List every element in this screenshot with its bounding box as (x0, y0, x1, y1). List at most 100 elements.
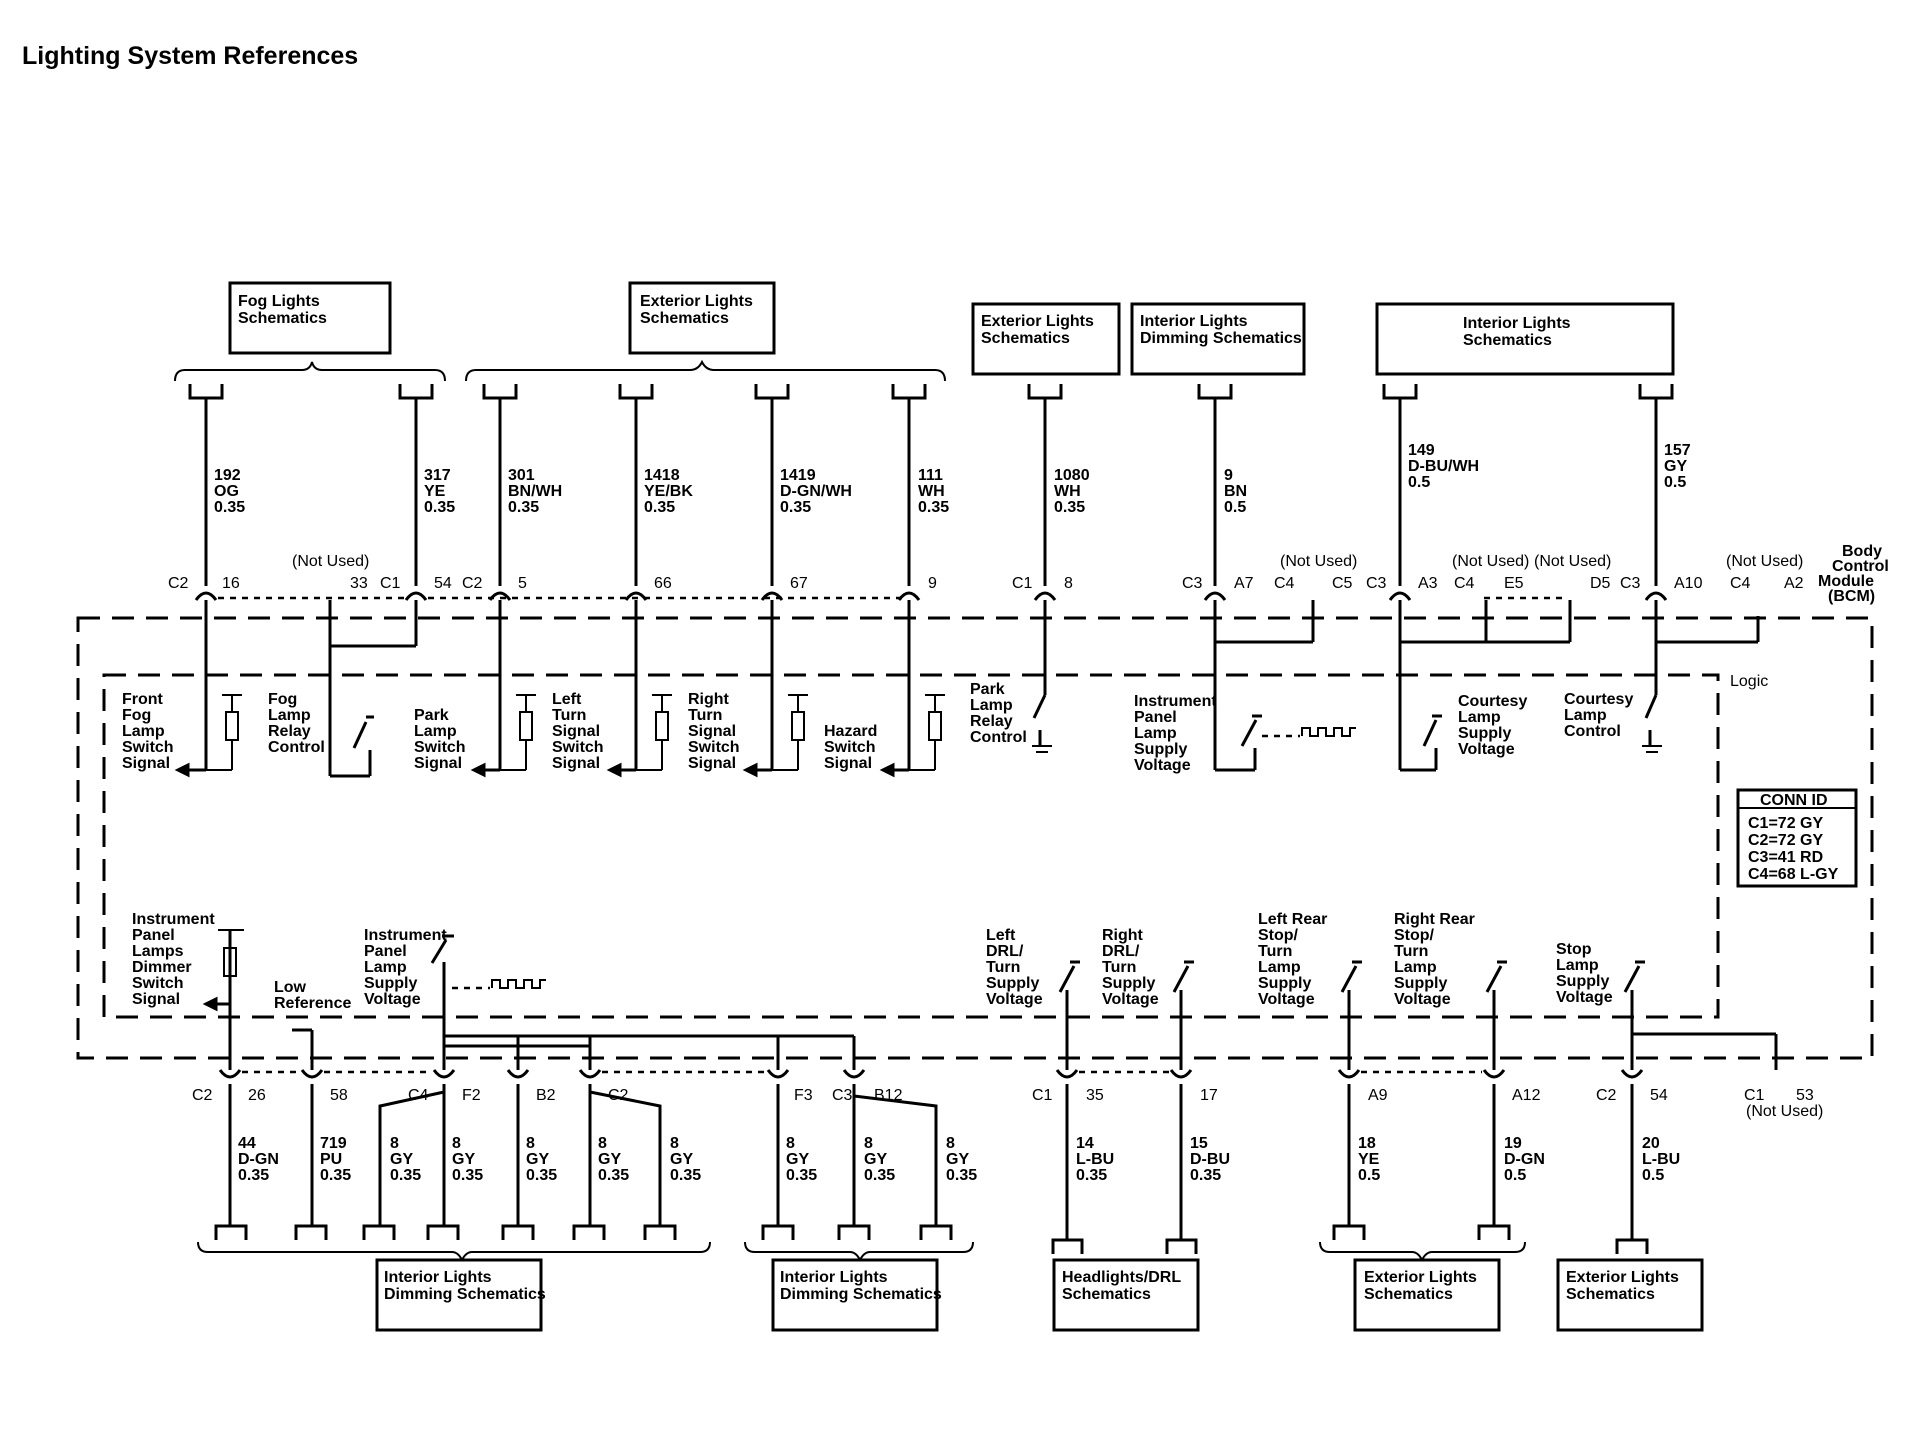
svg-text:C2: C2 (1596, 1087, 1617, 1104)
conn-id-box: CONN ID C1=72 GY C2=72 GY C3=41 RD C4=68… (1736, 788, 1858, 888)
svg-text:A10: A10 (1674, 575, 1703, 592)
svg-text:(Not Used): (Not Used) (1726, 553, 1803, 570)
svg-text:66: 66 (654, 575, 672, 592)
upper-circuitry (174, 600, 1760, 778)
svg-text:C5: C5 (1332, 575, 1353, 592)
bcm-outline (76, 616, 1874, 1060)
svg-text:F3: F3 (794, 1087, 813, 1104)
svg-text:15D-BU0.35: 15D-BU0.35 (1190, 1135, 1230, 1184)
svg-text:A7: A7 (1234, 575, 1254, 592)
svg-text:C2: C2 (168, 575, 189, 592)
svg-text:C2: C2 (192, 1087, 213, 1104)
svg-text:CONN ID: CONN ID (1760, 792, 1828, 809)
logic-label: Logic (1730, 673, 1768, 690)
svg-text:26: 26 (248, 1087, 266, 1104)
svg-text:E5: E5 (1504, 575, 1524, 592)
svg-text:8: 8 (1064, 575, 1073, 592)
svg-text:C4: C4 (1730, 575, 1751, 592)
svg-text:35: 35 (1086, 1087, 1104, 1104)
svg-text:17: 17 (1200, 1087, 1218, 1104)
svg-text:C1: C1 (1744, 1087, 1765, 1104)
svg-text:B12: B12 (874, 1087, 903, 1104)
svg-text:C3: C3 (1182, 575, 1203, 592)
svg-text:F2: F2 (462, 1087, 481, 1104)
svg-text:(Not Used): (Not Used) (1280, 553, 1357, 570)
module-label: Body Control Module (BCM) (1818, 543, 1893, 605)
svg-text:C4: C4 (1454, 575, 1475, 592)
svg-text:C1: C1 (1032, 1087, 1053, 1104)
svg-text:19D-GN0.5: 19D-GN0.5 (1504, 1135, 1545, 1184)
svg-text:A12: A12 (1512, 1087, 1541, 1104)
svg-text:A2: A2 (1784, 575, 1804, 592)
page-title: Lighting System References (22, 42, 359, 70)
svg-text:54: 54 (434, 575, 452, 592)
svg-text:C1: C1 (380, 575, 401, 592)
svg-text:C2: C2 (608, 1087, 629, 1104)
svg-text:C2=72 GY: C2=72 GY (1748, 832, 1823, 849)
bottom-pin-labels: C2 26 58 C4 F2 B2 C2 F3 C3 B12 C1 35 17 … (192, 1087, 1823, 1120)
brace-exterior (465, 359, 946, 382)
svg-text:A9: A9 (1368, 1087, 1388, 1104)
svg-text:(Not Used): (Not Used) (292, 553, 369, 570)
lower-circuitry (202, 929, 1778, 1070)
svg-text:5: 5 (518, 575, 527, 592)
svg-text:20L-BU0.5: 20L-BU0.5 (1642, 1135, 1680, 1184)
top-pin-labels: C2 16 (Not Used) 33 C1 54 C2 5 66 67 9 C… (168, 553, 1804, 592)
svg-text:C4: C4 (408, 1087, 429, 1104)
svg-text:B2: B2 (536, 1087, 556, 1104)
svg-text:9: 9 (928, 575, 937, 592)
svg-text:54: 54 (1650, 1087, 1668, 1104)
svg-text:58: 58 (330, 1087, 348, 1104)
svg-text:14L-BU0.35: 14L-BU0.35 (1076, 1135, 1114, 1184)
svg-text:44D-GN0.35: 44D-GN0.35 (238, 1135, 279, 1184)
svg-text:C4=68 L-GY: C4=68 L-GY (1748, 866, 1839, 883)
svg-text:C1=72 GY: C1=72 GY (1748, 815, 1823, 832)
svg-text:C4: C4 (1274, 575, 1295, 592)
logic-box (102, 673, 1720, 1019)
svg-text:(Not Used): (Not Used) (1534, 553, 1611, 570)
